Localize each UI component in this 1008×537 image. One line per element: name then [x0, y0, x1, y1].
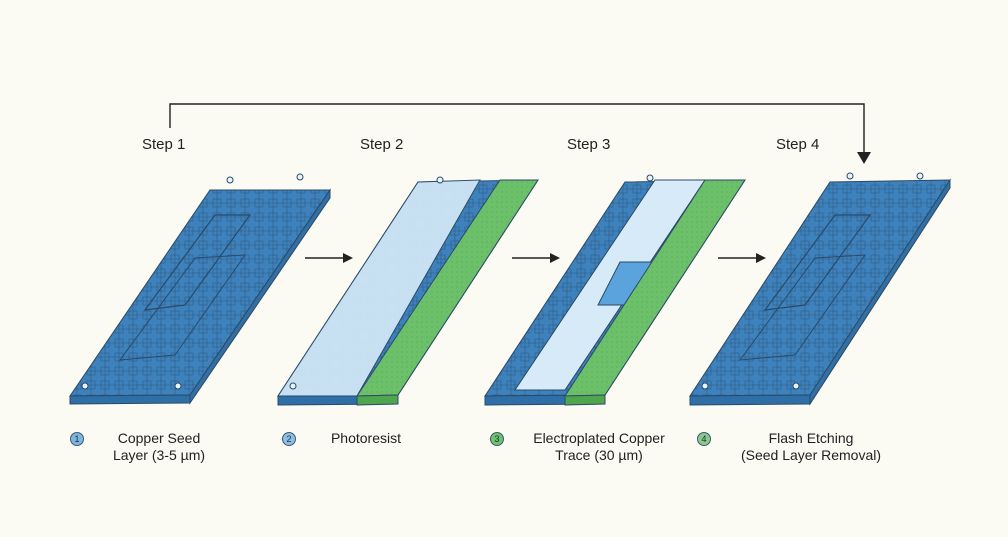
legend-text-1-line1: Copper Seed: [117, 430, 201, 446]
board-step-4: [689, 172, 951, 406]
legend-text-2-line1: Photoresist: [330, 430, 402, 446]
step-2-label: Step 2: [360, 136, 404, 153]
legend-marker-4: 4: [697, 432, 711, 446]
arrow-2-to-3: [512, 253, 560, 263]
legend-item-photoresist: 2 Photoresist: [282, 430, 426, 447]
legend-marker-1: 1: [70, 432, 84, 446]
legend-item-flash-etching: 4 Flash Etching (Seed Layer Removal): [697, 430, 901, 464]
legend-text-3-line2: Trace (30 µm): [555, 447, 643, 463]
legend-item-copper-seed: 1 Copper Seed Layer (3-5 µm): [70, 430, 224, 464]
feedback-arrow: [169, 103, 871, 164]
board-step-2: [277, 176, 539, 406]
step-3-label: Step 3: [567, 136, 611, 153]
step-4-label: Step 4: [776, 136, 820, 153]
board-step-3: [484, 174, 746, 406]
legend-text-4-line2: (Seed Layer Removal): [740, 447, 882, 463]
legend-text-3-line1: Electroplated Copper: [533, 430, 665, 446]
legend-text-1-line2: Layer (3-5 µm): [112, 447, 206, 463]
arrow-3-to-4: [718, 253, 766, 263]
arrow-1-to-2: [305, 253, 353, 263]
board-step-1: [69, 173, 331, 405]
legend-text-4-line1: Flash Etching: [768, 430, 854, 446]
legend-marker-2: 2: [282, 432, 296, 446]
legend-item-electroplated: 3 Electroplated Copper Trace (30 µm): [490, 430, 684, 464]
step-1-label: Step 1: [142, 136, 186, 153]
legend-marker-3: 3: [490, 432, 504, 446]
